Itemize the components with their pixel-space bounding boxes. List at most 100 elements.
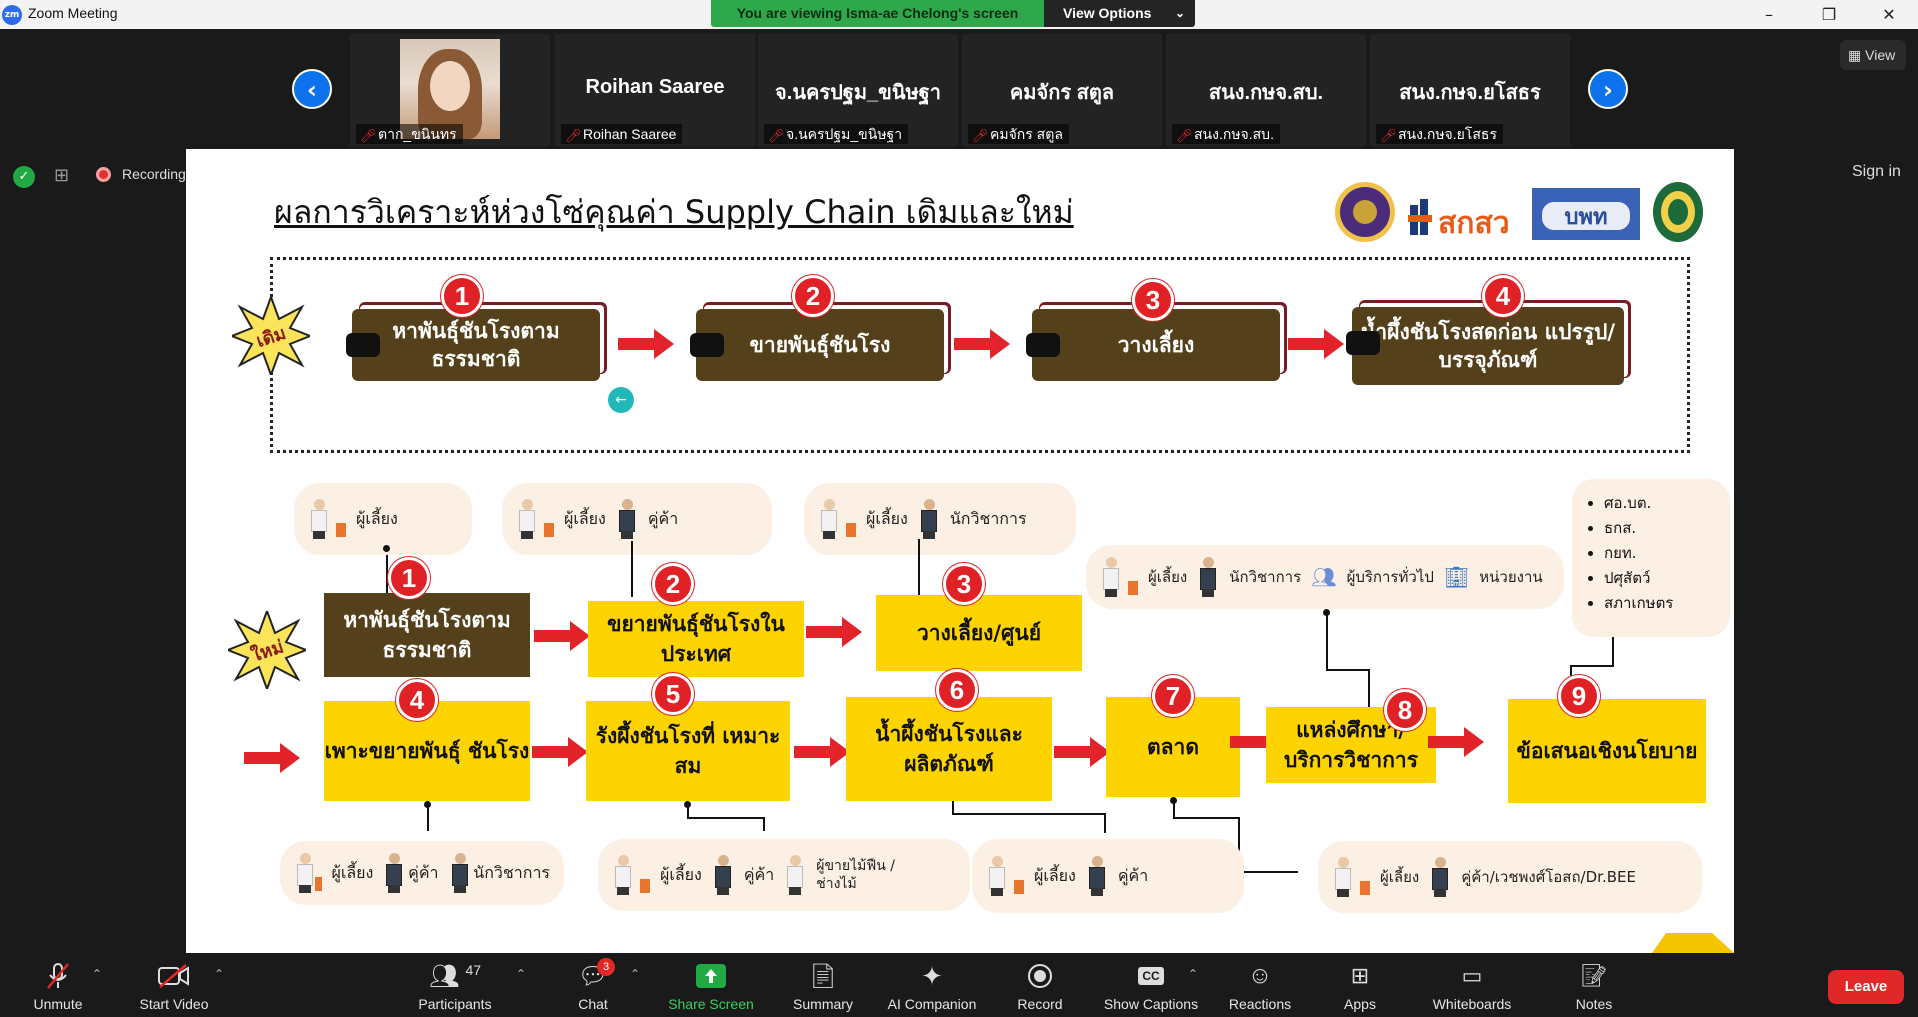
arrow-right-icon — [534, 621, 590, 651]
shared-slide: ผลการวิเคราะห์ห่วงโซ่คุณค่า Supply Chain… — [186, 149, 1734, 953]
participant-tile[interactable]: คมจักร สตูล 🎤︎คมจักร สตูล — [962, 34, 1162, 146]
chat-label: Chat — [578, 996, 608, 1012]
step-number-badge: 5 — [652, 673, 694, 715]
apps-grid-icon[interactable]: ⊞ — [54, 165, 70, 186]
connector-line — [763, 817, 765, 831]
step-number-badge: 2 — [792, 275, 834, 317]
chevron-up-icon[interactable]: ⌃ — [630, 967, 641, 981]
record-label: Record — [1017, 996, 1063, 1012]
participant-strip — [0, 29, 1918, 147]
sign-in-link[interactable]: Sign in — [1852, 163, 1901, 180]
new-step-label: แหล่งศึกษา/ บริการวิชาการ — [1283, 718, 1419, 772]
trader-icon — [1086, 856, 1108, 896]
step-number-badge: 3 — [943, 563, 985, 605]
new-step-8: แหล่งศึกษา/ บริการวิชาการ — [1266, 707, 1436, 783]
participant-tile[interactable]: สนง.กษจ.สบ. 🎤︎สนง.กษจ.สบ. — [1166, 34, 1366, 146]
maximize-button[interactable]: ❐ — [1821, 5, 1837, 24]
pmua-logo-text: บพท — [1565, 205, 1608, 230]
view-options-button[interactable]: View Options ⌄ — [1044, 0, 1195, 27]
gallery-view-button[interactable]: ▦ View — [1840, 40, 1906, 70]
seal-purple-logo — [1335, 182, 1395, 242]
unmute-button[interactable]: Unmute — [0, 953, 118, 1017]
participant-tile[interactable]: Roihan Saaree 🎤︎Roihan Saaree — [555, 34, 755, 146]
share-screen-icon — [696, 964, 726, 988]
participant-tile[interactable]: สนง.กษจ.ยโสธร 🎤︎สนง.กษจ.ยโสธร — [1370, 34, 1570, 146]
show-captions-button[interactable]: CC Show Captions — [1090, 953, 1212, 1017]
new-step-5: รังผึ้งชันโรงที่ เหมาะสม — [586, 701, 790, 801]
participant-tile[interactable]: 🎤︎ตาก_ขนินทร — [350, 34, 550, 146]
ai-companion-button[interactable]: ✦ AI Companion — [870, 953, 994, 1017]
arrow-right-icon — [618, 329, 674, 359]
step-number-badge: 6 — [936, 669, 978, 711]
step-number-badge: 4 — [396, 679, 438, 721]
apps-button[interactable]: ⊞ Apps — [1300, 953, 1420, 1017]
reactions-label: Reactions — [1228, 996, 1292, 1012]
close-button[interactable]: ✕ — [1882, 5, 1896, 24]
trader-icon — [383, 853, 403, 893]
actor-label: ผู้บริการทั่วไป — [1346, 568, 1434, 586]
arrow-right-icon — [1288, 329, 1344, 359]
participant-name: สนง.กษจ.สบ. — [1208, 82, 1324, 104]
old-step-label: ขายพันธุ์ชันโรง — [749, 333, 891, 357]
leave-button[interactable]: Leave — [1828, 970, 1904, 1004]
participant-count: 47 — [465, 962, 482, 978]
actor-label: ผู้เลี้ยง — [331, 862, 374, 882]
chat-button[interactable]: 💬︎ 3 Chat — [533, 953, 653, 1017]
whiteboards-label: Whiteboards — [1432, 996, 1512, 1012]
record-dot-icon — [96, 167, 111, 182]
actor-label: คู่ค้า — [743, 864, 775, 884]
new-step-label: เพาะขยายพันธุ์ ชันโรง — [324, 739, 530, 763]
whiteboards-button[interactable]: ▭ Whiteboards — [1410, 953, 1534, 1017]
reactions-button[interactable]: ☺ Reactions — [1200, 953, 1320, 1017]
old-step-3: วางเลี้ยง — [1026, 309, 1280, 381]
start-video-button[interactable]: Start Video — [114, 953, 234, 1017]
trader-icon — [1429, 857, 1451, 897]
participant-name: จ.นครปฐม_ขนิษฐา — [775, 82, 941, 104]
summary-icon: 📄︎ — [807, 962, 839, 990]
new-step-label: รังผึ้งชันโรงที่ เหมาะสม — [595, 724, 781, 778]
old-step-1: หาพันธุ์ชันโรงตาม ธรรมชาติ — [346, 309, 600, 381]
new-step-9: ข้อเสนอเชิงนโยบาย — [1508, 699, 1706, 803]
share-status-banner: You are viewing Isma-ae Chelong's screen — [711, 0, 1044, 27]
connector-line — [1173, 817, 1239, 819]
participant-label: 🎤︎จ.นครปฐม_ขนิษฐา — [764, 124, 909, 144]
arrow-right-icon — [1054, 737, 1110, 767]
list-item: ธกส. — [1604, 516, 1730, 541]
participant-tile[interactable]: จ.นครปฐม_ขนิษฐา 🎤︎จ.นครปฐม_ขนิษฐา — [758, 34, 958, 146]
back-arrow-icon[interactable]: ← — [608, 387, 634, 413]
record-button[interactable]: Record — [980, 953, 1100, 1017]
recording-indicator[interactable]: Recording — [96, 163, 186, 185]
chevron-up-icon[interactable]: ⌃ — [214, 967, 225, 981]
arrow-right-icon — [794, 737, 850, 767]
participant-label: 🎤︎Roihan Saaree — [561, 124, 683, 144]
old-step-label: วางเลี้ยง — [1117, 333, 1195, 357]
recording-label: Recording — [122, 166, 186, 182]
chevron-up-icon[interactable]: ⌃ — [92, 967, 103, 981]
farmer-icon — [1332, 857, 1354, 897]
security-shield-icon[interactable]: ✓ — [13, 166, 35, 188]
connector-line — [631, 541, 633, 597]
list-item: สภาเกษตร — [1604, 591, 1730, 616]
notes-button[interactable]: 📝︎ Notes — [1534, 953, 1654, 1017]
connector-line — [687, 804, 689, 818]
share-screen-button[interactable]: Share Screen — [650, 953, 772, 1017]
arrow-right-icon — [806, 617, 862, 647]
participant-name: คมจักร สตูล — [1009, 82, 1115, 104]
chevron-up-icon[interactable]: ⌃ — [1188, 967, 1199, 981]
chevron-up-icon[interactable]: ⌃ — [516, 967, 527, 981]
old-step-4: น้ำผึ้งชันโรงสดก่อน แปรรูป/บรรจุภัณฑ์ — [1346, 307, 1624, 385]
minimize-button[interactable]: – — [1765, 5, 1773, 24]
summary-button[interactable]: 📄︎ Summary — [762, 953, 884, 1017]
connector-dot — [1323, 609, 1330, 616]
chevron-right-icon: › — [1603, 76, 1613, 104]
connector-line — [1326, 613, 1328, 669]
actor-pill: ผู้เลี้ยง คู่ค้า — [972, 839, 1244, 913]
prev-page-button[interactable]: ‹ — [292, 69, 332, 109]
participants-button[interactable]: 👥︎47 Participants — [395, 953, 515, 1017]
farmer-icon — [1100, 557, 1122, 597]
actor-label: คู่ค้า — [1117, 865, 1149, 885]
tsri-logo-text: สกสว — [1438, 206, 1510, 241]
farmer-icon — [516, 499, 538, 539]
next-page-button[interactable]: › — [1588, 69, 1628, 109]
list-item: ศอ.บต. — [1604, 491, 1730, 516]
